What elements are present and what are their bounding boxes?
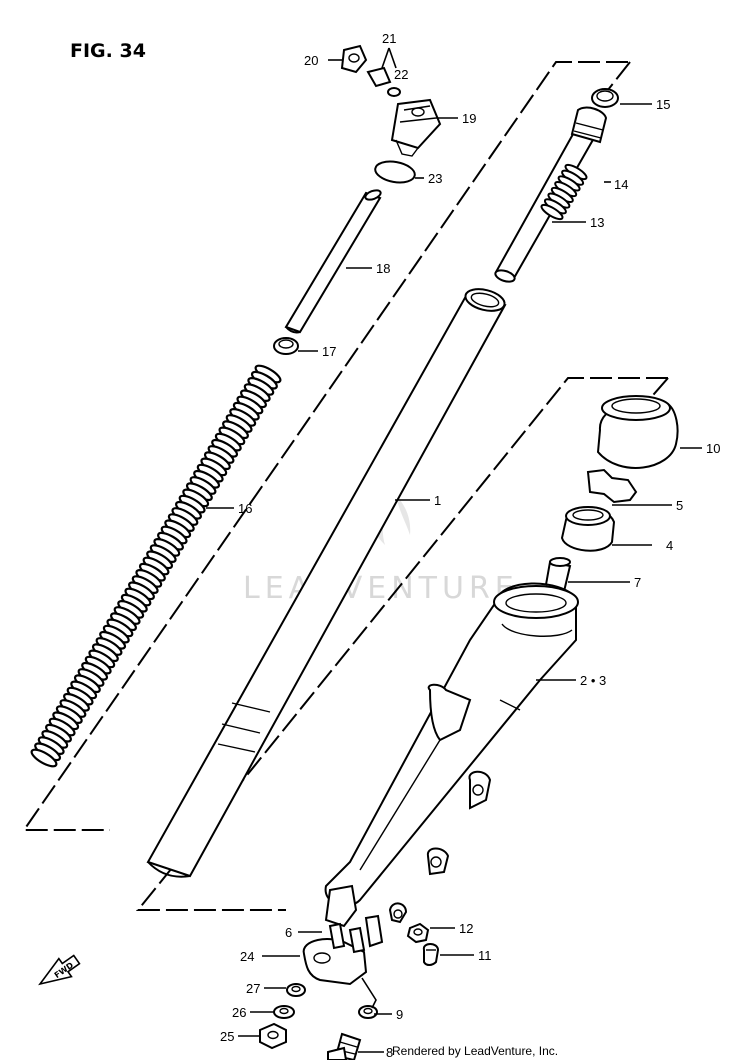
part-label-4: 4 bbox=[666, 538, 673, 553]
credit-text: Rendered by LeadVenture, Inc. bbox=[392, 1044, 558, 1058]
plain-washer bbox=[273, 1005, 295, 1019]
part-label-11: 11 bbox=[478, 948, 492, 963]
axle-holder-studs bbox=[324, 884, 408, 948]
o-ring-small bbox=[387, 87, 401, 97]
part-label-26: 26 bbox=[232, 1005, 246, 1020]
figure-title: FIG. 34 bbox=[70, 40, 146, 62]
watermark-text: LEADVENTURE bbox=[243, 571, 519, 606]
spring-washer bbox=[286, 983, 306, 997]
part-label-1: 1 bbox=[434, 493, 441, 508]
part-number-labels: 20 21 22 19 23 15 14 13 18 17 16 1 10 5 … bbox=[220, 31, 720, 1060]
part-label-9: 9 bbox=[396, 1007, 403, 1022]
fwd-arrow-icon: FWD bbox=[38, 954, 81, 986]
part-label-10: 10 bbox=[706, 441, 720, 456]
o-ring-cap bbox=[374, 160, 416, 184]
spring-coil bbox=[540, 203, 564, 221]
spring-coil bbox=[30, 748, 58, 768]
dust-seal bbox=[596, 395, 679, 469]
part-label-13: 13 bbox=[590, 215, 604, 230]
part-label-7: 7 bbox=[634, 575, 641, 590]
part-label-16: 16 bbox=[238, 501, 252, 516]
cap-bolt-nut bbox=[340, 44, 368, 74]
fork-cap-bolt bbox=[390, 98, 442, 157]
part-label-19: 19 bbox=[462, 111, 476, 126]
part-label-23: 23 bbox=[428, 171, 442, 186]
axle-holder bbox=[302, 922, 368, 986]
drain-screw-gasket bbox=[406, 922, 430, 944]
part-label-18: 18 bbox=[376, 261, 390, 276]
drain-screw bbox=[422, 943, 440, 966]
leader-lines bbox=[206, 47, 702, 1053]
drain-gasket bbox=[358, 1005, 378, 1019]
part-label-25: 25 bbox=[220, 1029, 234, 1044]
spacer-tube bbox=[284, 189, 382, 334]
fork-spring bbox=[30, 364, 282, 768]
part-label-14: 14 bbox=[614, 177, 628, 192]
inner-fork-tube bbox=[146, 288, 507, 878]
valve-stem bbox=[366, 66, 392, 88]
stopper-ring bbox=[586, 468, 638, 504]
part-label-27: 27 bbox=[246, 981, 260, 996]
part-label-22: 22 bbox=[394, 67, 408, 82]
outer-fork-tube bbox=[324, 582, 579, 907]
part-label-20: 20 bbox=[304, 53, 318, 68]
rebound-spring bbox=[540, 163, 588, 221]
part-label-17: 17 bbox=[322, 344, 336, 359]
part-label-15: 15 bbox=[656, 97, 670, 112]
oil-seal bbox=[560, 506, 616, 552]
part-label-5: 5 bbox=[676, 498, 683, 513]
part-label-8: 8 bbox=[386, 1045, 393, 1060]
part-label-21: 21 bbox=[382, 31, 396, 46]
axle-holder-nut bbox=[259, 1022, 287, 1050]
piston-ring bbox=[591, 88, 619, 108]
part-label-24: 24 bbox=[240, 949, 254, 964]
spring-seat bbox=[273, 337, 299, 355]
damper-rod-bolt bbox=[327, 1032, 362, 1060]
part-label-2-3: 2 • 3 bbox=[580, 673, 606, 688]
part-label-12: 12 bbox=[459, 921, 473, 936]
part-label-6: 6 bbox=[285, 925, 292, 940]
